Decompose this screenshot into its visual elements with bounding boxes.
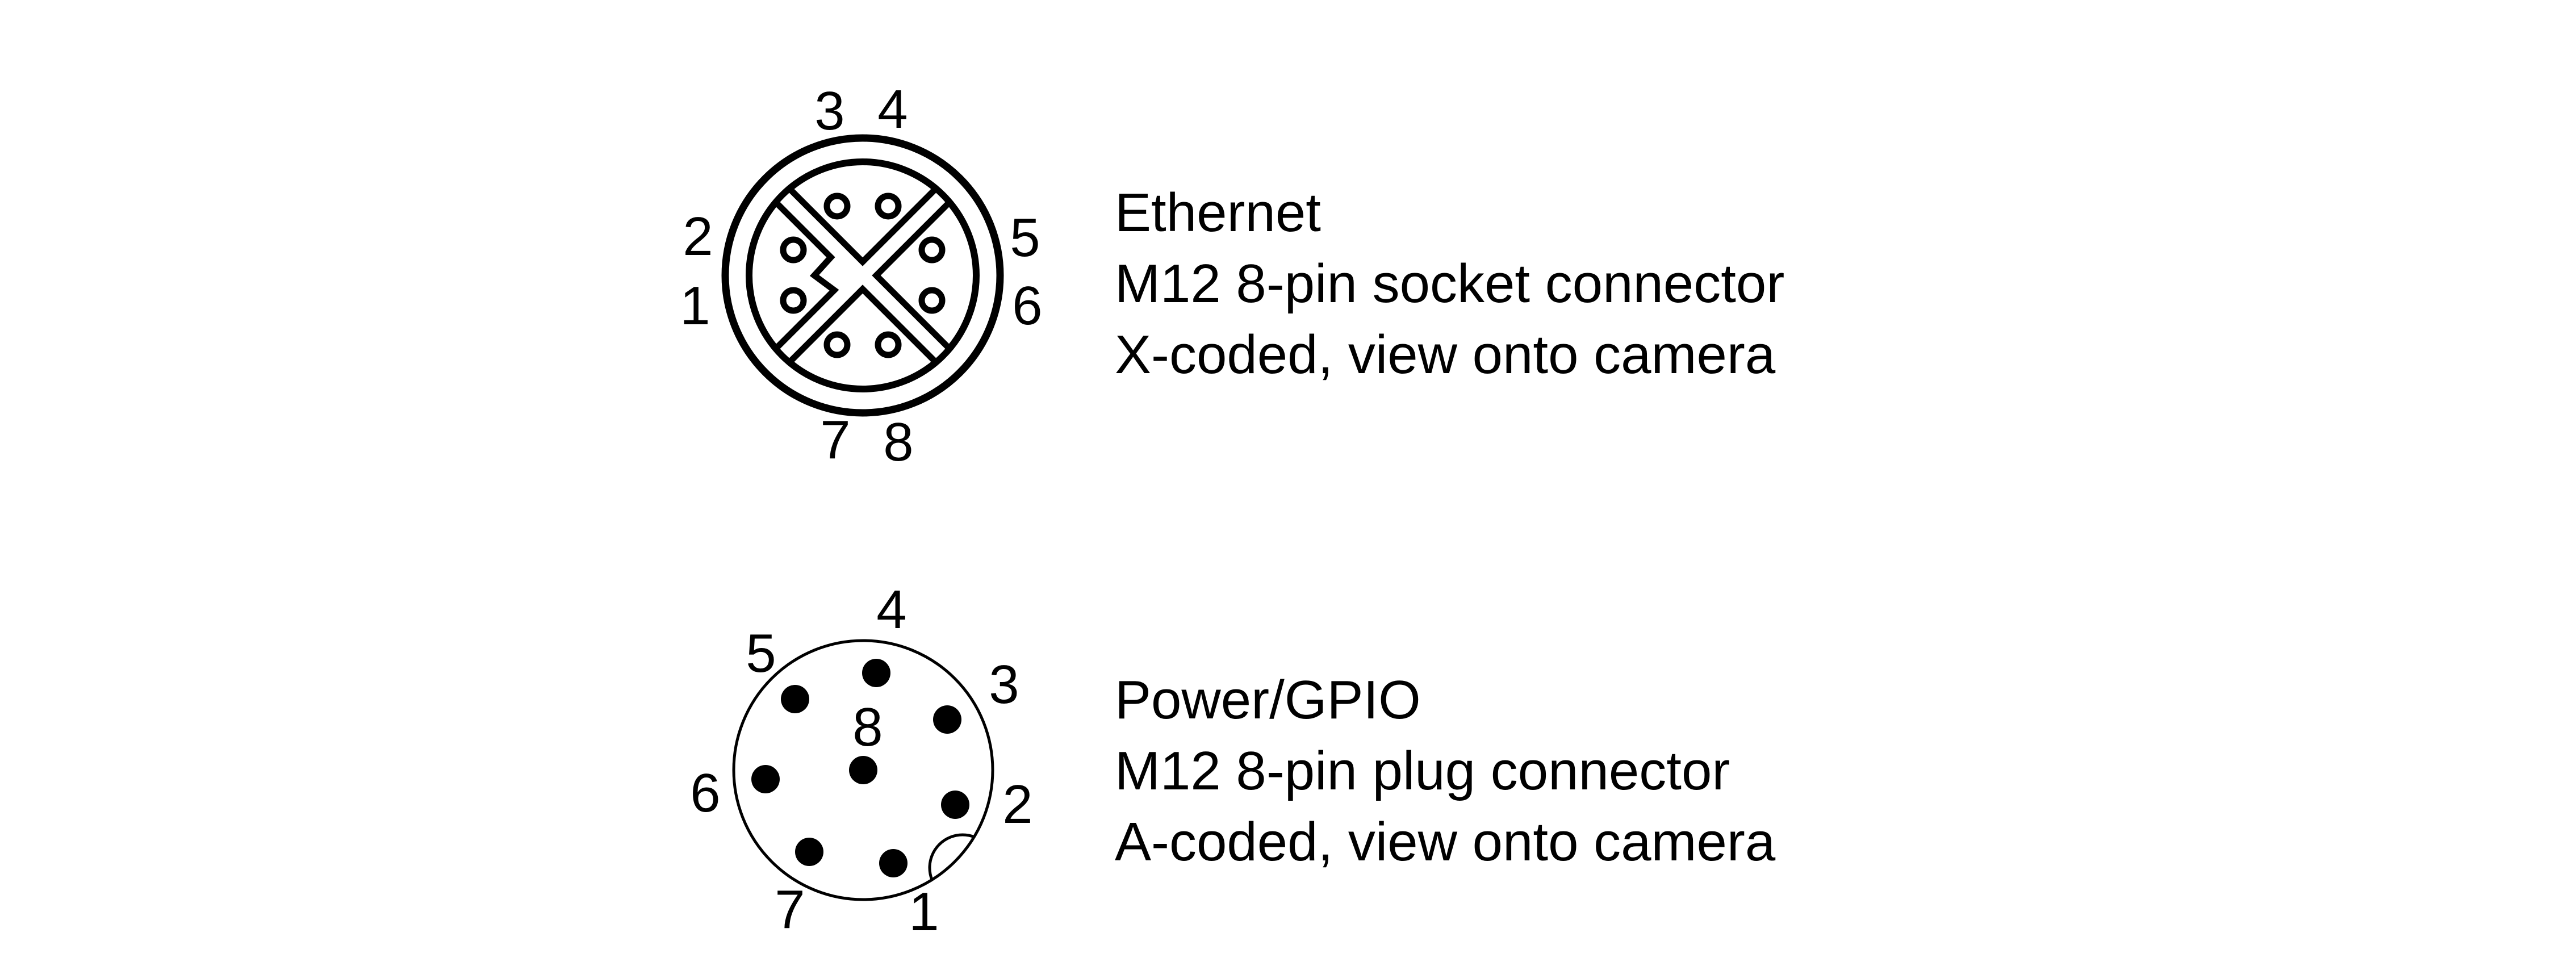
ethernet-pin-5-label: 5	[1010, 207, 1040, 268]
ethernet-pin-hole	[823, 193, 851, 220]
power-pin-contact	[879, 849, 908, 877]
power-pin-contact	[751, 765, 780, 793]
ethernet-pin-3-label: 3	[814, 81, 844, 141]
power-pin-contact	[795, 838, 823, 866]
ethernet-pin-hole	[823, 331, 851, 358]
ethernet-connector-diagram: 3 4 2 1 5 6 7 8	[680, 79, 1042, 472]
ethernet-pin-1-label: 1	[680, 275, 710, 336]
power-pin-6-label: 6	[690, 763, 720, 823]
power-pin-contact	[781, 685, 809, 713]
power-description: Power/GPIO M12 8-pin plug connector A-co…	[1115, 664, 1775, 877]
ethernet-pin-4-label: 4	[877, 79, 908, 140]
ethernet-pin-hole	[918, 287, 946, 314]
ethernet-pin-hole	[918, 236, 946, 264]
power-pin-contact	[849, 756, 877, 784]
power-pin-8-label: 8	[852, 697, 883, 758]
power-keyway-notch	[928, 833, 993, 900]
power-pin-4-label: 4	[876, 579, 906, 640]
ethernet-pin-7-label: 7	[820, 409, 850, 470]
ethernet-description: Ethernet M12 8-pin socket connector X-co…	[1115, 177, 1784, 390]
power-pin-contact	[941, 791, 969, 819]
ethernet-interface-name: Ethernet	[1115, 182, 1321, 243]
power-pin-contact	[933, 705, 961, 734]
ethernet-x-divider	[771, 184, 954, 367]
ethernet-pin-2-label: 2	[683, 206, 713, 267]
ethernet-pin-hole	[875, 193, 902, 220]
power-pin-contact	[862, 659, 890, 687]
ethernet-pin-hole	[875, 331, 902, 358]
power-pin-5-label: 5	[746, 623, 776, 684]
power-pin-2-label: 2	[1002, 774, 1032, 835]
power-connector-type: M12 8-pin plug connector	[1115, 741, 1730, 801]
ethernet-pin-8-label: 8	[883, 412, 913, 472]
power-connector-diagram: 4 5 3 6 2 7 1 8	[690, 579, 1032, 942]
power-pin-1-label: 1	[909, 881, 939, 942]
power-pin-3-label: 3	[989, 654, 1019, 715]
power-interface-name: Power/GPIO	[1115, 670, 1421, 730]
ethernet-coding-and-view: X-coded, view onto camera	[1115, 324, 1776, 385]
ethernet-pin-hole	[780, 236, 807, 264]
power-coding-and-view: A-coded, view onto camera	[1115, 812, 1776, 872]
power-pin-7-label: 7	[775, 879, 805, 940]
ethernet-pin-6-label: 6	[1012, 275, 1042, 336]
ethernet-pin-hole	[780, 287, 807, 314]
ethernet-connector-type: M12 8-pin socket connector	[1115, 253, 1785, 314]
